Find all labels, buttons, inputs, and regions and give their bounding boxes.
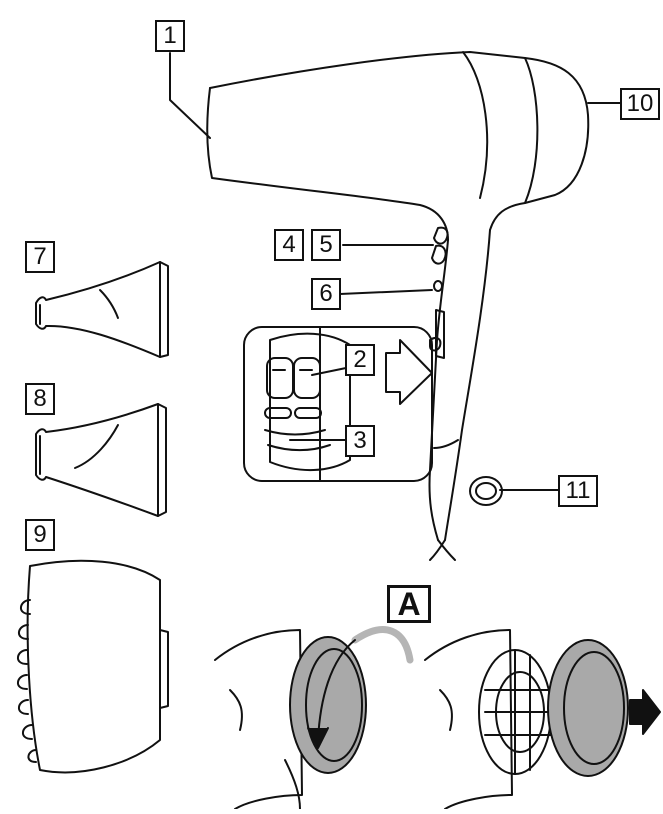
callout-10: 10 bbox=[620, 88, 660, 120]
callout-9: 9 bbox=[25, 519, 55, 551]
callout-3: 3 bbox=[345, 425, 375, 457]
figure-a-rotate-filter bbox=[214, 626, 414, 810]
callout-2: 2 bbox=[345, 344, 375, 376]
concentrator-nozzle-narrow bbox=[35, 261, 169, 358]
callout-5: 5 bbox=[311, 229, 341, 261]
concentrator-nozzle-wide bbox=[35, 403, 167, 517]
hair-dryer-body bbox=[206, 51, 590, 561]
switch-zoom-panel bbox=[243, 326, 433, 482]
leader-lines bbox=[169, 52, 621, 491]
callout-11: 11 bbox=[558, 475, 598, 507]
callout-7: 7 bbox=[25, 241, 55, 273]
callout-4: 4 bbox=[274, 229, 304, 261]
callout-8: 8 bbox=[25, 383, 55, 415]
callout-6: 6 bbox=[311, 278, 341, 310]
figure-a-remove-filter bbox=[424, 629, 661, 810]
diffuser-attachment bbox=[17, 559, 169, 774]
callout-figure-a: A bbox=[387, 585, 431, 623]
callout-1: 1 bbox=[155, 20, 185, 52]
